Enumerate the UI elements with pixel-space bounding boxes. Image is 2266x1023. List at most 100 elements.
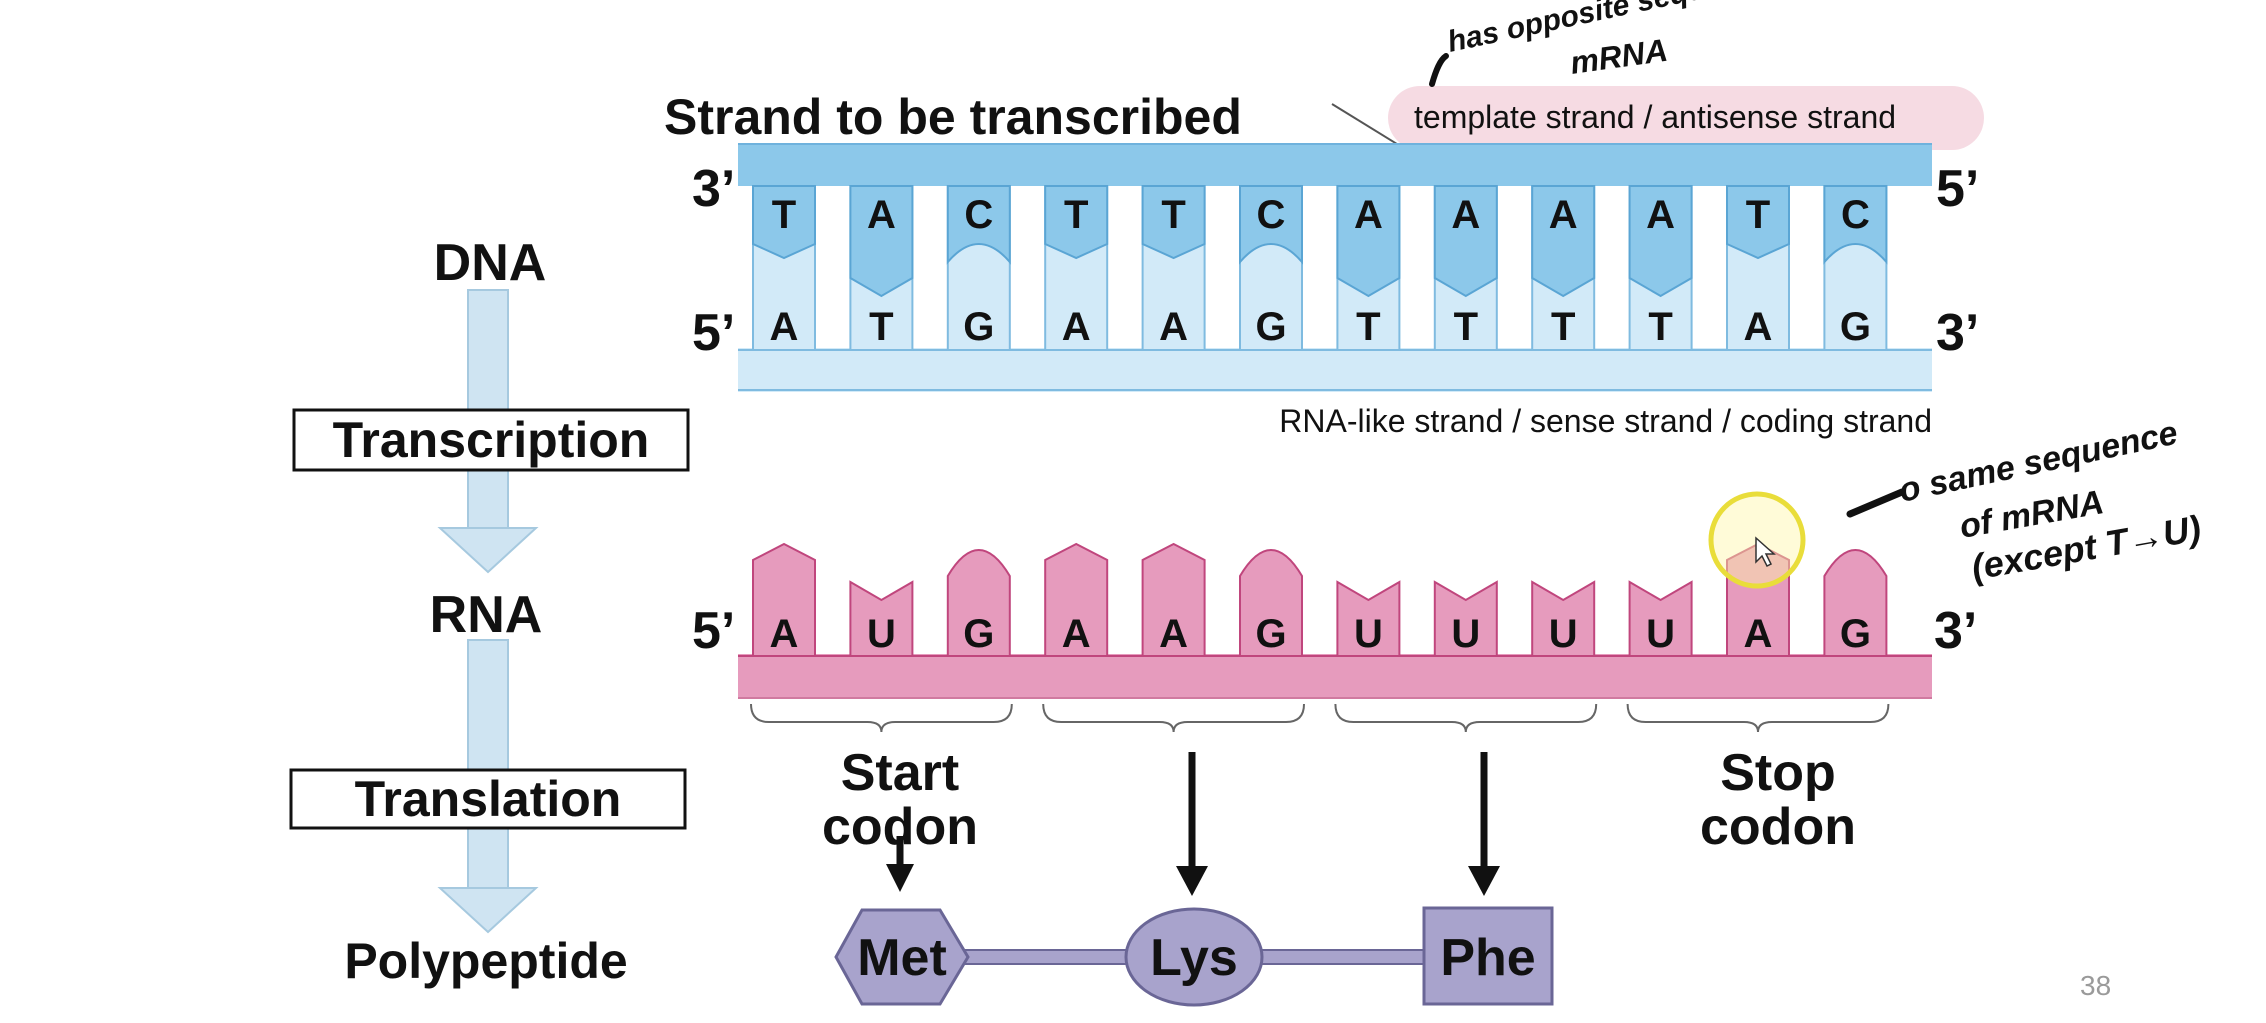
template-base-letter: T — [1746, 193, 1770, 237]
rna-base: U — [1628, 580, 1693, 657]
rna-base-letter: G — [963, 612, 994, 656]
template-3prime-end: 3’ — [692, 160, 735, 218]
rna-base-letter: A — [1744, 612, 1773, 656]
coding-note: RNA-like strand / sense strand / coding … — [1279, 403, 1932, 439]
rna-base-letter: G — [1840, 612, 1871, 656]
rna-base: A — [752, 542, 816, 657]
rna-base: U — [1531, 580, 1596, 657]
dna-base-pair: AT — [1433, 185, 1498, 351]
rna-base-letter: U — [1549, 612, 1578, 656]
rna-base-block — [752, 542, 816, 657]
rna-base-letter: U — [1646, 612, 1675, 656]
rna-base: U — [1336, 580, 1401, 657]
peptide-bond-2 — [1255, 949, 1427, 965]
template-5prime-end: 5’ — [1936, 160, 1979, 218]
rna-base-letter: U — [1354, 612, 1383, 656]
dna-base-pair: AT — [1628, 185, 1693, 351]
stop-codon-label-line2: codon — [1700, 798, 1856, 856]
template-base-block — [752, 185, 816, 260]
dna-base-pair: AT — [1531, 185, 1596, 351]
rna-base-letter: A — [770, 612, 799, 656]
slide-number: 38 — [2080, 970, 2112, 1001]
polypeptide-label: Polypeptide — [344, 933, 627, 989]
template-base-letter: A — [1354, 193, 1383, 237]
rna-base: G — [946, 549, 1011, 657]
template-base-block — [946, 185, 1011, 265]
dna-base-pair: CG — [1239, 185, 1303, 351]
coding-base-letter: G — [1840, 305, 1871, 349]
dna-base-pair: TA — [1044, 185, 1109, 351]
rna-base-block — [1628, 580, 1693, 657]
template-note: template strand / antisense strand — [1414, 99, 1896, 135]
transcription-label: Transcription — [333, 412, 650, 468]
translation-label: Translation — [355, 771, 622, 827]
coding-5prime-end: 5’ — [692, 304, 735, 362]
handwritten-note-right: o same sequence of mRNA (except T→U) — [1846, 414, 2204, 588]
rna-base: A — [1726, 542, 1790, 657]
rna-5prime-end: 5’ — [692, 602, 735, 660]
coding-base-letter: A — [1159, 305, 1188, 349]
handwritten-note-top-line2: mRNA — [1568, 32, 1670, 81]
stop-codon-label-line1: Stop — [1720, 744, 1836, 802]
rna-label: RNA — [430, 586, 543, 644]
dna-base-pair: TA — [1141, 185, 1206, 351]
coding-base-letter: T — [1454, 305, 1478, 349]
rna-base-block — [946, 549, 1011, 657]
coding-base-letter: T — [1648, 305, 1672, 349]
template-base-letter: A — [1549, 193, 1578, 237]
dna-base-pair: AT — [849, 185, 914, 351]
lys-ellipse — [1124, 907, 1264, 1007]
dna-base-pair: TA — [1726, 185, 1790, 351]
coding-base-letter: A — [770, 305, 799, 349]
template-base-letter: A — [1451, 193, 1480, 237]
met-hexagon — [834, 908, 970, 1006]
rna-base: G — [1823, 549, 1888, 657]
coding-backbone — [738, 348, 1932, 392]
template-note-highlight — [1388, 86, 1984, 150]
template-base-block — [1628, 185, 1693, 298]
template-base-letter: C — [1841, 193, 1870, 237]
template-base-letter: A — [1646, 193, 1675, 237]
cursor-highlight — [1708, 491, 1806, 589]
arrow-to-phe — [1468, 752, 1500, 896]
dna-base-pair: AT — [1336, 185, 1401, 351]
rna-base: G — [1239, 549, 1303, 657]
flow-arrow-shaft-2 — [467, 639, 509, 891]
template-base-block — [1141, 185, 1206, 260]
rna-base-block — [1044, 542, 1109, 657]
dna-section: Strand to be transcribed template strand… — [664, 86, 1984, 439]
template-backbone — [738, 144, 1932, 186]
codon-brace — [1334, 703, 1598, 733]
amino-acid-lys: Lys — [1150, 929, 1238, 987]
coding-base-letter: T — [1551, 305, 1575, 349]
coding-base-letter: A — [1062, 305, 1091, 349]
polypeptide-chain: Met Lys Phe — [834, 906, 1554, 1007]
amino-acid-phe: Phe — [1440, 929, 1535, 987]
rna-base: U — [849, 580, 914, 657]
rna-3prime-end: 3’ — [1934, 602, 1977, 660]
rna-base-block — [1823, 549, 1888, 657]
codon-brace — [1042, 703, 1305, 733]
codon-brace — [1626, 703, 1890, 733]
rna-backbone — [738, 654, 1932, 698]
flow-arrow-head-1 — [437, 527, 539, 574]
rna-base-letter: G — [1255, 612, 1286, 656]
rna-base-block — [1239, 549, 1303, 657]
template-base-block — [849, 185, 914, 298]
rna-base-block — [1531, 580, 1596, 657]
rna-base: U — [1433, 580, 1498, 657]
phe-square — [1422, 906, 1554, 1006]
amino-acid-met: Met — [857, 929, 947, 987]
handwritten-note-top: has opposite sequence mRNA — [1429, 0, 1776, 87]
rna-base-letter: A — [1062, 612, 1091, 656]
rna-base-block — [1433, 580, 1498, 657]
arrow-to-met — [886, 836, 914, 892]
coding-base-letter: T — [869, 305, 893, 349]
rna-base-block — [849, 580, 914, 657]
template-base-block — [1433, 185, 1498, 298]
dna-base-pair: TA — [752, 185, 816, 351]
coding-base-letter: T — [1356, 305, 1380, 349]
